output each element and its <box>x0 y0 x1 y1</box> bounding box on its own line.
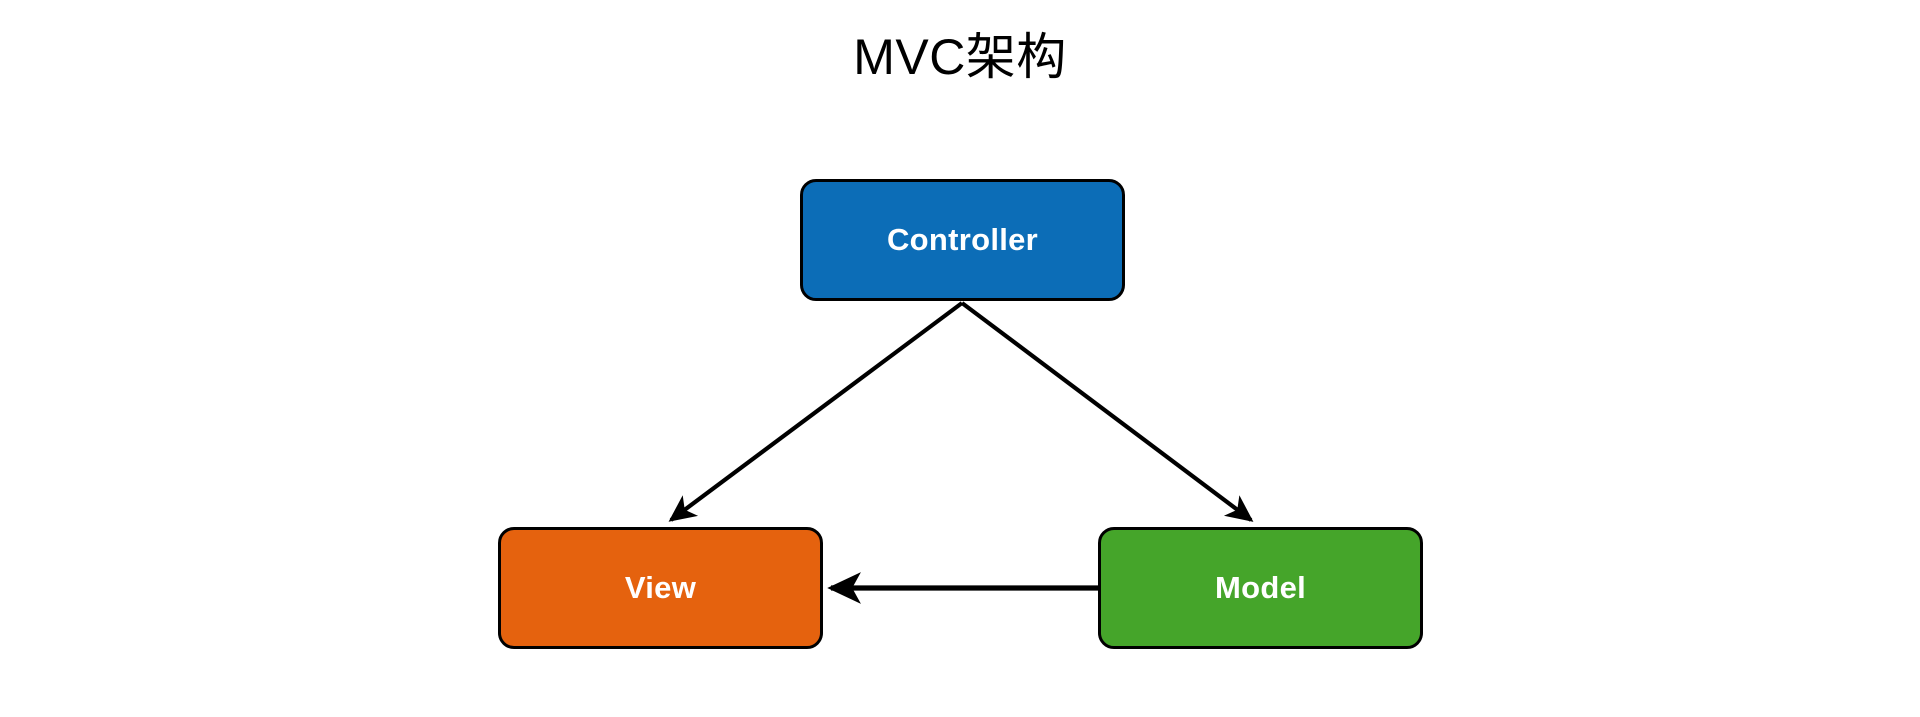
node-model[interactable]: Model <box>1098 527 1423 649</box>
node-controller[interactable]: Controller <box>800 179 1125 301</box>
edge-controller-to-view <box>668 301 964 522</box>
page-title: MVC架构 <box>853 29 1067 85</box>
node-controller-label: Controller <box>886 222 1039 257</box>
node-view[interactable]: View <box>498 527 823 649</box>
node-view-label: View <box>624 570 697 605</box>
edge-controller-to-model <box>960 301 1254 522</box>
node-model-label: Model <box>1214 570 1307 605</box>
